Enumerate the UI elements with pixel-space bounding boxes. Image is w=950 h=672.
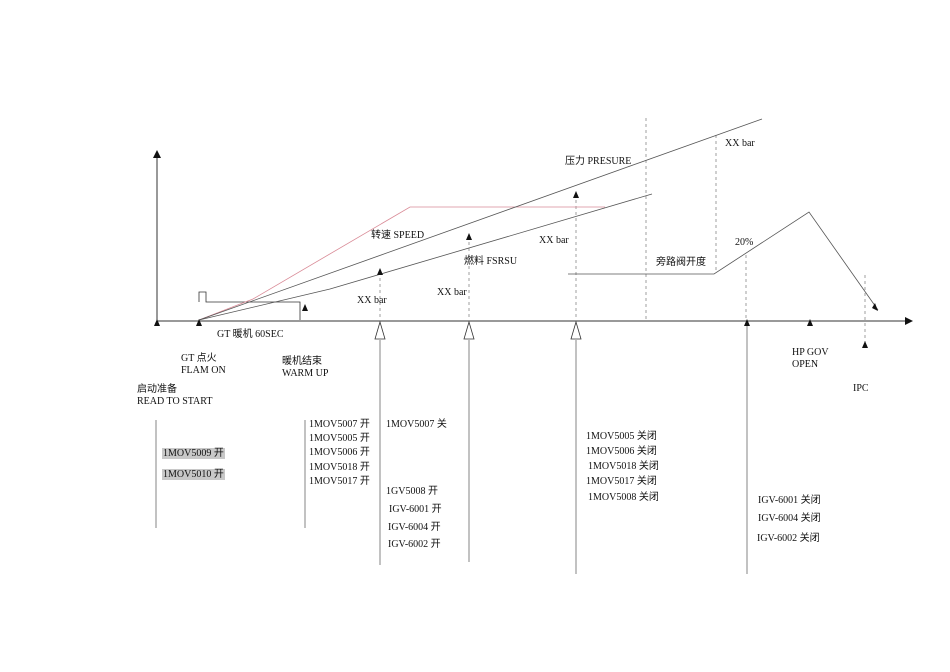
warm-end-valve-item: 1MOV5007 开 [309,419,370,430]
hp-close-valve-item: IGV-6001 关闭 [758,495,821,506]
speed-open-valve-item: 1GV5008 开 [386,486,438,497]
warm-end-valve-item: 1MOV5017 开 [309,476,370,487]
gt-ignite-cn-label: GT 点火 [181,353,217,364]
curves [198,118,879,321]
ready-en-label: READ TO START [137,396,213,407]
pressure-close-valve-item: 1MOV5017 关闭 [586,476,657,487]
xx-bar-top-label: XX bar [725,138,755,149]
gt-ignite-en-label: FLAM ON [181,365,226,376]
ipc-label: IPC [853,383,869,394]
speed-open-valve-item: IGV-6001 开 [389,504,442,515]
speed-label: 转速 SPEED [371,230,425,241]
warm-end-cn-label: 暖机结束 [282,356,322,367]
speed-open-valve-item: IGV-6004 开 [388,522,441,533]
pressure-close-valve-item: 1MOV5008 关闭 [588,492,659,503]
speed-close-valve-item: 1MOV5007 关 [386,419,447,430]
ignition-step-line [198,291,301,320]
pressure-curve [198,118,763,321]
gt-warm-label: GT 暖机 60SEC [217,329,284,340]
axes [153,150,913,325]
bypass-label: 旁路阀开度 [656,257,706,268]
fuel-label: 燃料 FSRSU [464,256,518,267]
hp-gov-label-1: HP GOV [792,347,829,358]
hp-close-valve-item: IGV-6002 关闭 [757,533,820,544]
warm-end-valve-item: 1MOV5006 开 [309,447,370,458]
warm-end-en-label: WARM UP [282,368,329,379]
pressure-close-valve-item: 1MOV5005 关闭 [586,431,657,442]
bypass-curve [568,211,879,311]
ready-valve-item: 1MOV5009 开 [162,448,225,459]
speed-open-valve-item: IGV-6002 开 [388,539,441,550]
speed-curve [198,206,605,321]
event-lines [155,325,748,574]
event-markers [154,191,878,348]
xx-bar-label-3: XX bar [539,235,569,246]
hp-gov-label-2: OPEN [792,359,819,370]
fuel-curve [198,193,653,321]
warm-end-valve-item: 1MOV5005 开 [309,433,370,444]
guide-lines [379,118,866,342]
xx-bar-label-2: XX bar [437,287,467,298]
hollow-markers [374,320,582,340]
ready-cn-label: 启动准备 [137,384,177,395]
xx-bar-label-1: XX bar [357,295,387,306]
pressure-close-valve-item: 1MOV5006 关闭 [586,446,657,457]
pressure-close-valve-item: 1MOV5018 关闭 [588,461,659,472]
pressure-label: 压力 PRESURE [565,156,632,167]
percent-label: 20% [735,237,754,248]
warm-end-valve-item: 1MOV5018 开 [309,462,370,473]
ready-valve-item: 1MOV5010 开 [162,469,225,480]
hp-close-valve-item: IGV-6004 关闭 [758,513,821,524]
